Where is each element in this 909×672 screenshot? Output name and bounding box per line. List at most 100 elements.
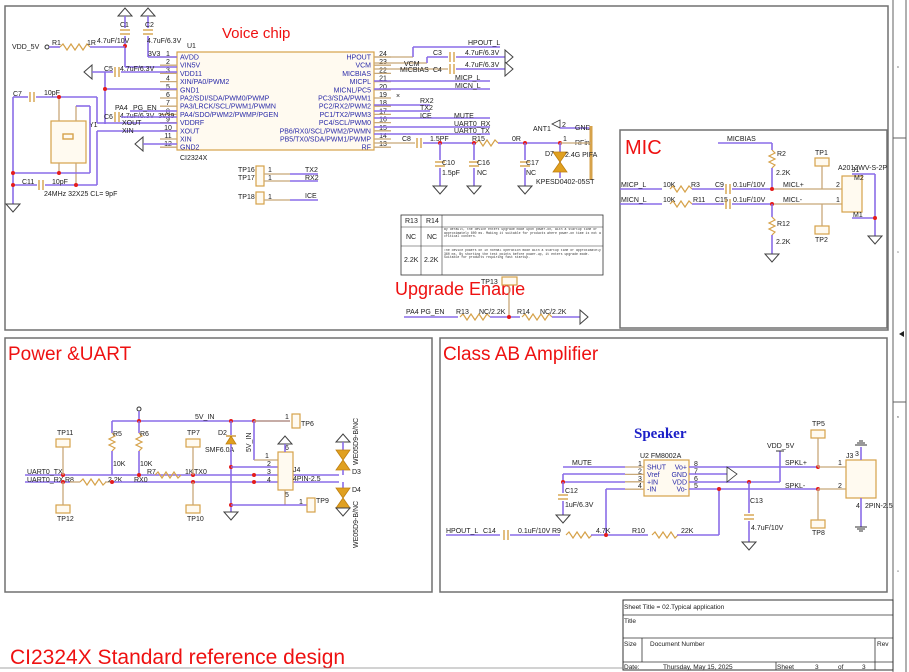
u1-pin-name: MICPL xyxy=(350,79,372,86)
r12-resistor[interactable] xyxy=(767,216,777,236)
tp18-pin: 1 xyxy=(268,194,272,201)
tp16-tp17-testpoint[interactable] xyxy=(255,165,265,187)
c12-value: 1uF/6.3V xyxy=(565,502,594,509)
tp18-testpoint[interactable] xyxy=(255,191,265,205)
c8-value: 1.5PF xyxy=(430,136,449,143)
micl-minus-net: MICL- xyxy=(783,197,803,204)
r11-resistor[interactable] xyxy=(669,199,693,209)
u1-chip[interactable] xyxy=(176,51,375,151)
row2-r13: 2.2K xyxy=(404,257,419,264)
tp9-testpoint[interactable] xyxy=(306,497,316,513)
j4-pin2: 2 xyxy=(267,461,271,468)
ant-pin2: 2 xyxy=(562,122,566,129)
tp13-testpoint[interactable] xyxy=(501,276,518,286)
u1-pin-number: 21 xyxy=(379,76,387,83)
u1-pin-name: XIN xyxy=(180,137,192,144)
u1-part: CI2324X xyxy=(180,155,208,162)
antenna-icon xyxy=(551,119,561,129)
antenna-label: 2.4G PIFA xyxy=(565,152,598,159)
tp12-testpoint[interactable] xyxy=(55,504,71,514)
mute-net: MUTE xyxy=(572,460,592,467)
tp18-net: ICE xyxy=(305,193,317,200)
rx0-net: RX0 xyxy=(134,477,148,484)
r9-resistor[interactable] xyxy=(565,530,593,540)
tp5-testpoint[interactable] xyxy=(810,429,826,439)
r2-resistor[interactable] xyxy=(767,149,777,169)
tp1-testpoint[interactable] xyxy=(814,157,830,167)
d3-tvs-diode[interactable] xyxy=(335,449,351,471)
r5-resistor[interactable] xyxy=(107,432,117,452)
u1-pin-name: MICBIAS xyxy=(342,71,371,78)
r3-resistor[interactable] xyxy=(669,184,693,194)
d2-zener-diode[interactable] xyxy=(225,435,237,445)
d7-tvs-diode[interactable] xyxy=(552,151,568,173)
u1-pin-number: 8 xyxy=(166,108,170,115)
tp10-ref: TP10 xyxy=(187,516,204,523)
d2-ref: D2 xyxy=(218,430,227,437)
c15-value: 0.1uF/10V xyxy=(733,197,766,204)
r10-resistor[interactable] xyxy=(651,530,679,540)
u1-pin-name: VDD11 xyxy=(180,71,202,78)
r13-resistor[interactable] xyxy=(459,312,491,322)
r5-value: 10K xyxy=(113,461,126,468)
micn-l-net: MICN_L xyxy=(455,83,481,90)
j4-ref: J4 xyxy=(293,467,301,474)
5v-in-net: 5V_IN xyxy=(195,414,214,421)
u1-ref: U1 xyxy=(187,43,196,50)
row2-r14: 2.2K xyxy=(424,257,439,264)
u1-pin-name: VIN5V xyxy=(180,63,201,70)
u2-amplifier[interactable] xyxy=(643,459,690,497)
u2-pin-number: 3 xyxy=(638,476,642,483)
c17-value: NC xyxy=(526,170,536,177)
u1-pin-number: 7 xyxy=(166,100,170,107)
r12-ref: R12 xyxy=(777,221,790,228)
r15-value: 0R xyxy=(512,136,521,143)
sheet-number: 3 xyxy=(815,664,819,671)
tp11-ref: TP11 xyxy=(57,430,73,437)
r13-ref: R13 xyxy=(456,309,469,316)
r6-resistor[interactable] xyxy=(134,432,144,452)
tp11-testpoint[interactable] xyxy=(55,438,71,448)
sheet-label: Sheet xyxy=(777,664,794,671)
r12-value: 2.2K xyxy=(776,239,791,246)
tp6-testpoint[interactable] xyxy=(291,413,301,429)
sheet-total: 3 xyxy=(862,664,866,671)
j4-connector[interactable] xyxy=(277,451,294,491)
d2-part: SMF6.0A xyxy=(205,447,235,454)
j3-connector[interactable] xyxy=(845,459,877,499)
spkl-plus-net: SPKL+ xyxy=(785,460,807,467)
r1-resistor[interactable] xyxy=(59,42,91,52)
c1-value: 4.7uF/10V xyxy=(97,38,130,45)
tp10-testpoint[interactable] xyxy=(185,504,201,514)
u1-pin-name: PC4/SCL/PWM0 xyxy=(319,120,371,127)
tp2-testpoint[interactable] xyxy=(814,225,830,235)
j1-connector[interactable] xyxy=(841,175,863,213)
r11-ref: R11 xyxy=(693,197,705,204)
ice-net: ICE xyxy=(420,113,432,120)
tp8-testpoint[interactable] xyxy=(810,519,826,529)
document-number-label: Document Number xyxy=(650,641,705,648)
row2-note: The device powers on in normal operation… xyxy=(444,249,601,260)
power-uart-frame xyxy=(4,337,433,593)
r8-resistor[interactable] xyxy=(79,477,107,487)
c8-ref: C8 xyxy=(402,136,411,143)
y1-crystal[interactable] xyxy=(50,120,87,164)
c9-ref: C9 xyxy=(715,182,724,189)
u1-pin-number: 4 xyxy=(166,76,170,83)
c2-value: 4.7uF/6.3V xyxy=(147,38,182,45)
r14-resistor[interactable] xyxy=(521,312,553,322)
r15-ref: R15 xyxy=(472,136,485,143)
tp9-ref: TP9 xyxy=(316,498,329,505)
r9-value: 4.7K xyxy=(596,528,611,535)
amplifier-frame xyxy=(439,337,888,593)
j1-m2: M2 xyxy=(854,175,864,182)
rev-label: Rev xyxy=(877,641,889,648)
j4-pin4: 4 xyxy=(267,477,271,484)
r7-resistor[interactable] xyxy=(154,470,182,480)
j1-m1: M1 xyxy=(853,212,863,219)
r15-resistor[interactable] xyxy=(475,138,499,148)
d4-tvs-diode[interactable] xyxy=(335,487,351,509)
c6-ref: C6 xyxy=(104,114,113,121)
tp7-testpoint[interactable] xyxy=(185,438,201,448)
u1-pin-number: 6 xyxy=(166,92,170,99)
